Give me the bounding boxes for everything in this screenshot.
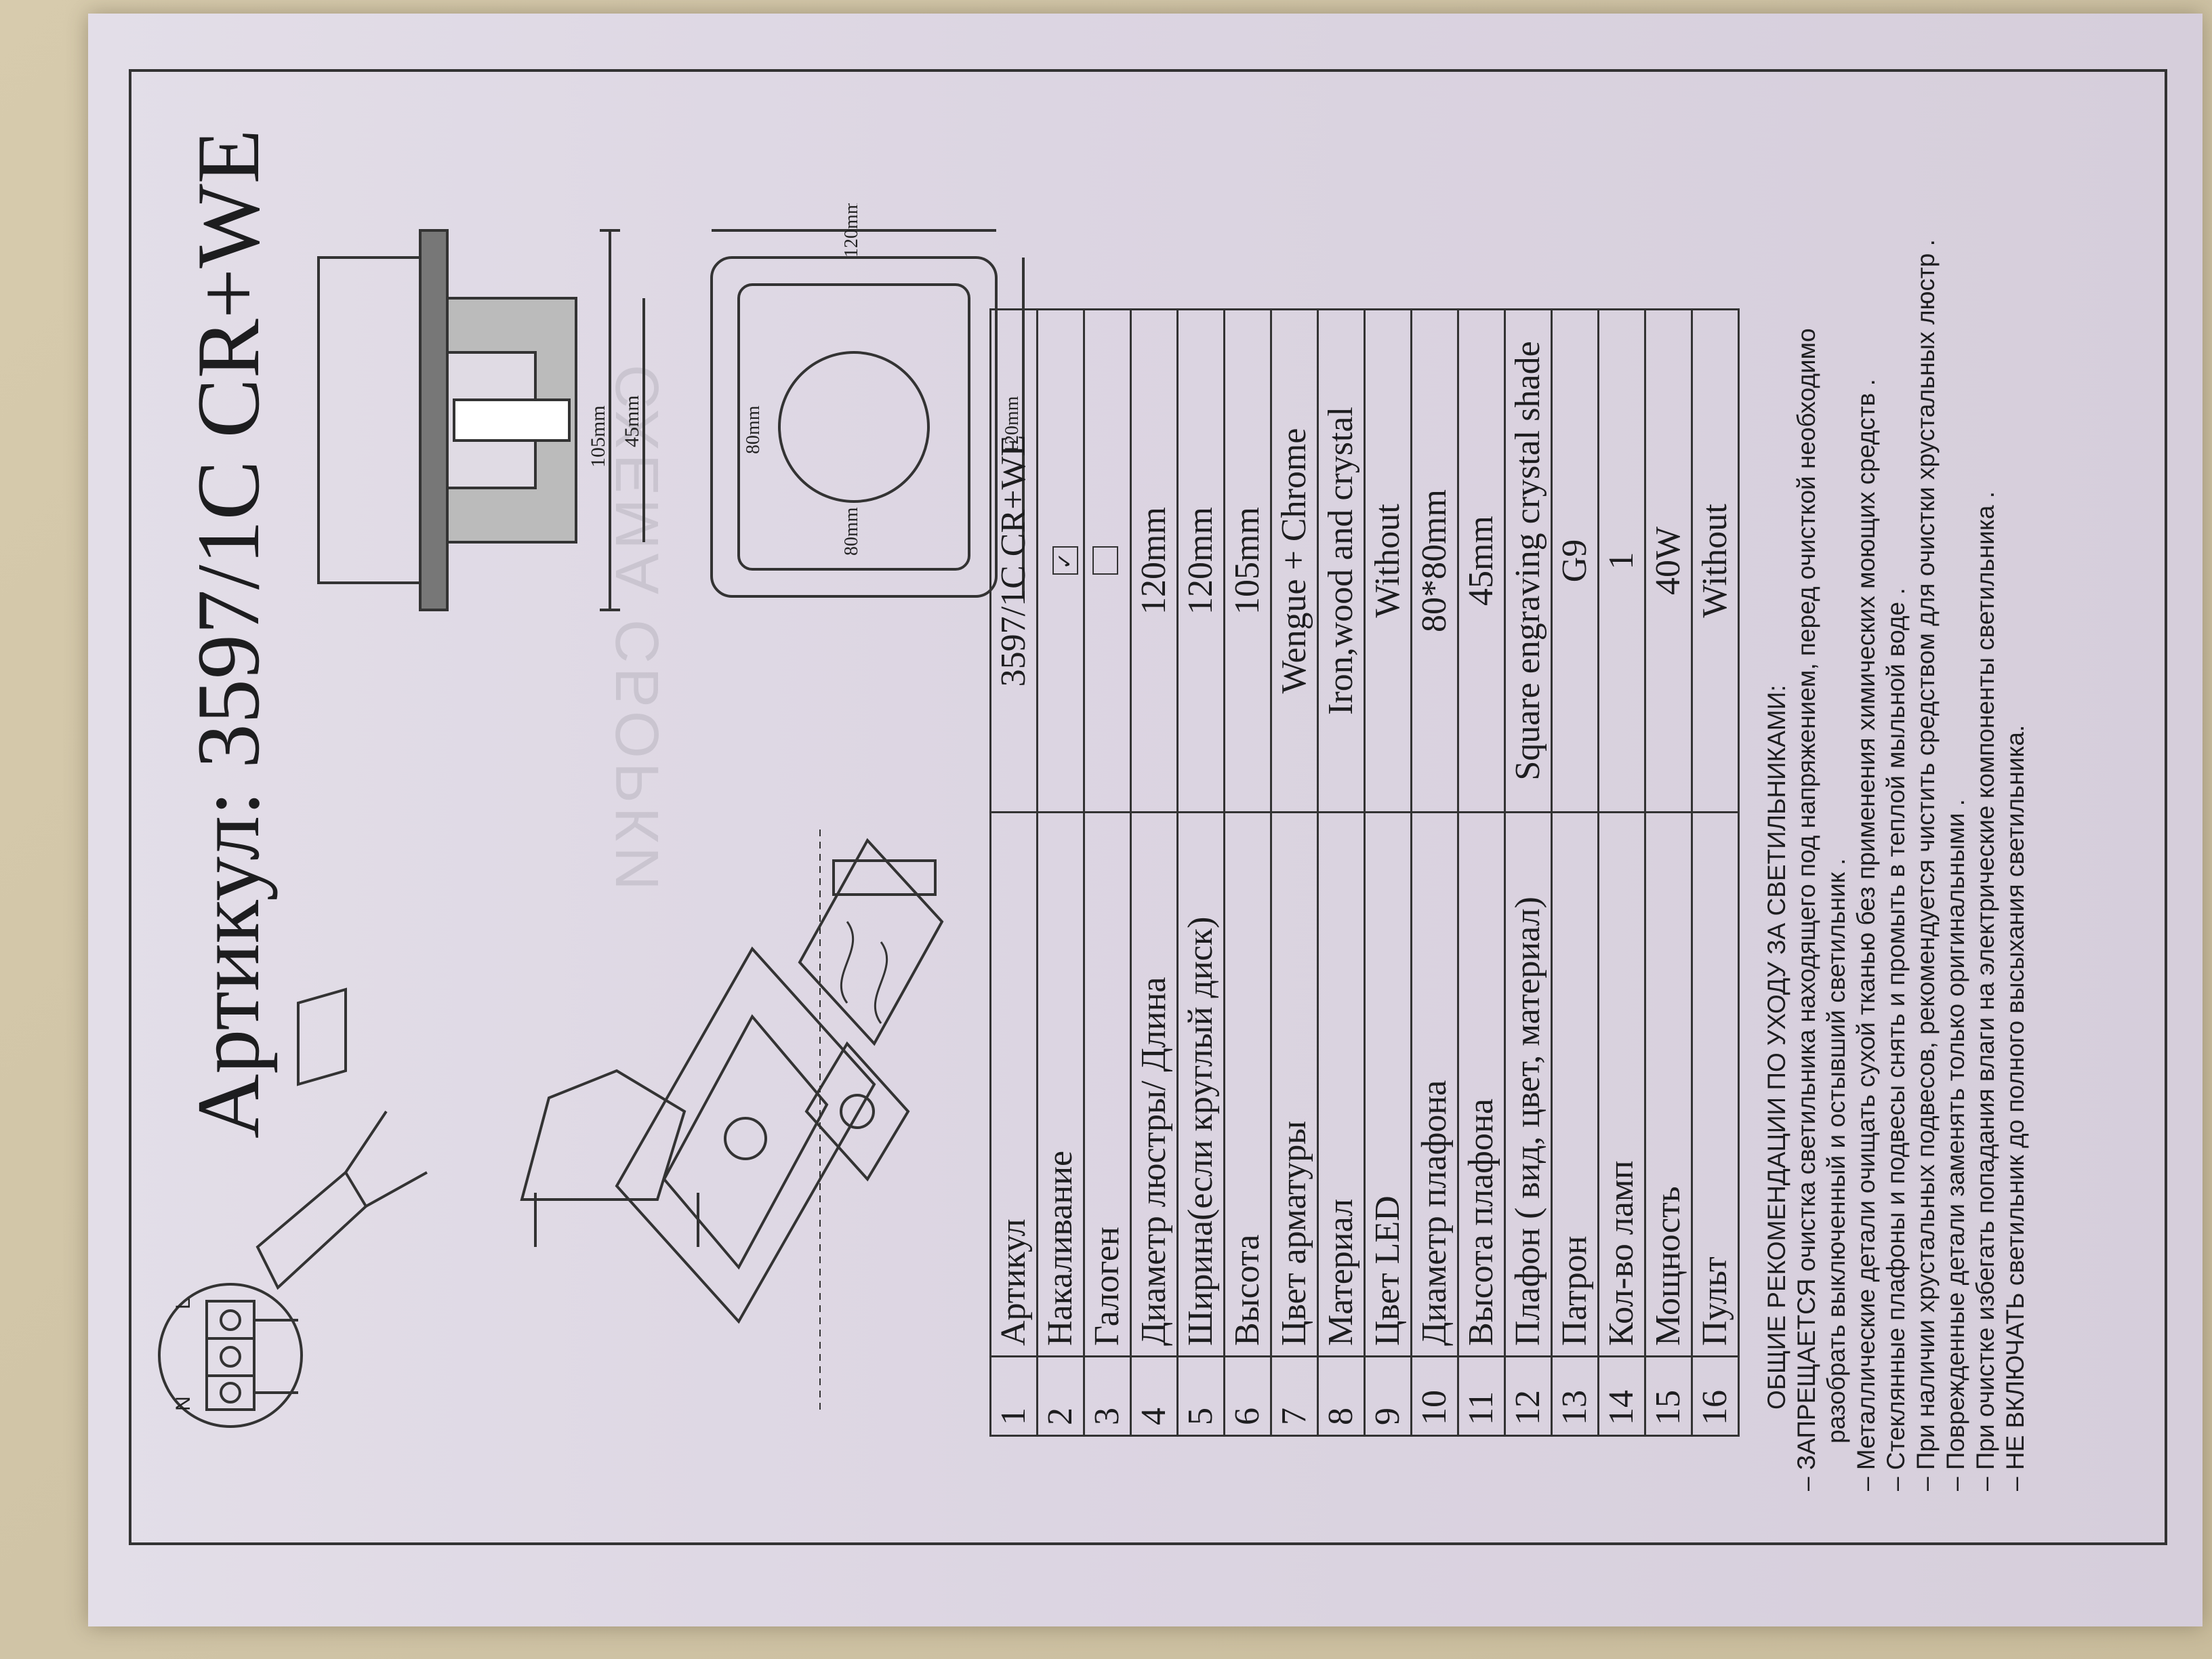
row-label: Высота плафона — [1458, 812, 1505, 1357]
care-item: – При очистке избегать попадания влаги н… — [1971, 491, 1999, 1491]
row-number: 2 — [1037, 1356, 1084, 1436]
row-value: Iron,wood and crystal — [1317, 309, 1365, 813]
row-value: Square engraving crystal shade — [1504, 309, 1552, 813]
row-value: 45mm — [1458, 309, 1505, 813]
row-number: 4 — [1130, 1356, 1178, 1436]
socket-icon — [724, 1117, 767, 1160]
row-value: 40W — [1645, 309, 1692, 813]
crystal-shade-icon — [798, 838, 944, 1046]
row-value: ✓ — [1037, 309, 1084, 813]
row-number: 1 — [990, 1356, 1038, 1436]
row-value: 120mm — [1130, 309, 1178, 813]
row-number: 10 — [1411, 1356, 1458, 1436]
row-number: 12 — [1504, 1356, 1552, 1436]
care-item: – При наличии хрустальных подвесов, реко… — [1912, 239, 1940, 1491]
row-value: 80*80mm — [1411, 309, 1458, 813]
row-number: 9 — [1364, 1356, 1412, 1436]
row-value: G9 — [1551, 309, 1599, 813]
row-number: 5 — [1177, 1356, 1225, 1436]
square-plate-icon — [804, 1041, 910, 1182]
row-number: 13 — [1551, 1356, 1599, 1436]
row-label: Мощность — [1645, 812, 1692, 1357]
row-value: Without — [1364, 309, 1412, 813]
instruction-sheet: Артикул: 3597/1C CR+WE СХЕМА СБОРКИ N — [88, 14, 2203, 1626]
shade-height-dimension-label: 45mm — [621, 395, 643, 447]
square-frame-icon — [615, 946, 876, 1324]
row-label: Диаметр люстры/ Длина — [1130, 812, 1178, 1357]
care-heading: ОБЩИЕ РЕКОМЕНДАЦИИ ПО УХОДУ ЗА СВЕТИЛЬНИ… — [1763, 684, 1790, 1410]
row-value: Without — [1692, 309, 1739, 813]
care-item: – ЗАПРЕЩАЕТСЯ очистка светильника находя… — [1793, 328, 1820, 1491]
row-value: 1 — [1598, 309, 1645, 813]
inner-height-label: 80mm — [841, 507, 862, 556]
inner-width-label: 80mm — [743, 405, 764, 454]
row-label: Ширина(если круглый диск) — [1177, 812, 1225, 1357]
row-number: 15 — [1645, 1356, 1692, 1436]
outer-width-label: 120mm — [1002, 396, 1023, 454]
row-value: 3597/1C CR+WE — [990, 309, 1038, 813]
top-view-diagram: 80mm 80mm 120mm 120mm — [710, 203, 1025, 598]
row-label: Высота — [1224, 812, 1271, 1357]
checkbox — [1092, 546, 1118, 575]
row-number: 6 — [1224, 1356, 1271, 1436]
checkbox: ✓ — [1052, 546, 1078, 575]
terminal-n-label: N — [172, 1396, 194, 1411]
bracket-icon — [520, 1069, 687, 1201]
wiring-detail-circle — [158, 1283, 303, 1428]
row-label: Материал — [1317, 812, 1365, 1357]
row-number: 14 — [1598, 1356, 1645, 1436]
row-number: 11 — [1458, 1356, 1505, 1436]
row-label: Диаметр плафона — [1411, 812, 1458, 1357]
exploded-assembly-diagram: N L — [158, 827, 944, 1428]
terminal-l-label: L — [172, 1298, 194, 1309]
row-label: Плафон ( вид, цвет, материал) — [1504, 812, 1552, 1357]
row-label: Накаливание — [1037, 812, 1084, 1357]
row-number: 8 — [1317, 1356, 1365, 1436]
row-value: 105mm — [1224, 309, 1271, 813]
care-item: – Поврежденные детали заменять только ор… — [1942, 799, 1969, 1491]
row-label: Галоген — [1084, 812, 1131, 1357]
row-label: Пульт — [1692, 812, 1739, 1357]
care-item: – Стеклянные плафоны и подвесы снять и п… — [1882, 588, 1910, 1491]
care-recommendations: ОБЩИЕ РЕКОМЕНДАЦИИ ПО УХОДУ ЗА СВЕТИЛЬНИ… — [1762, 102, 2030, 1491]
bulb-icon — [832, 859, 937, 896]
height-dimension-label: 105mm — [587, 405, 609, 468]
side-section-diagram: 105mm 45mm — [317, 229, 645, 611]
row-label: Цвет арматуры — [1271, 812, 1318, 1357]
connector-icon — [255, 1170, 368, 1290]
row-number: 16 — [1692, 1356, 1739, 1436]
row-label: Патрон — [1551, 812, 1599, 1357]
row-label: Артикул — [990, 812, 1038, 1357]
junction-box-icon — [297, 987, 347, 1086]
row-value: 120mm — [1177, 309, 1225, 813]
row-label: Кол-во ламп — [1598, 812, 1645, 1357]
terminal-block-icon — [205, 1300, 255, 1411]
row-value — [1084, 309, 1131, 813]
outer-height-label: 120mm — [841, 203, 862, 258]
care-item: разобрать выключенный и остывший светиль… — [1822, 858, 1850, 1443]
row-label: Цвет LED — [1364, 812, 1412, 1357]
row-number: 7 — [1271, 1356, 1318, 1436]
care-item: – НЕ ВКЛЮЧАТЬ светильник до полного высы… — [2001, 724, 2029, 1491]
row-number: 3 — [1084, 1356, 1131, 1436]
row-value: Wengue + Chrome — [1271, 309, 1318, 813]
care-item: – Металлические детали очищать сухой тка… — [1852, 379, 1880, 1491]
